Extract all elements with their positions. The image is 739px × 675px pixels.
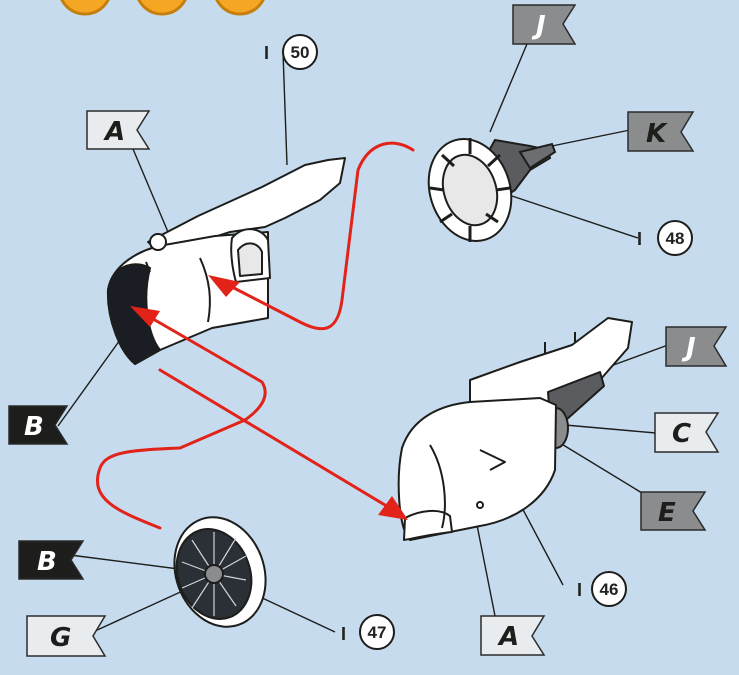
lower-nacelle xyxy=(399,318,632,540)
flag-g: G xyxy=(27,616,105,656)
badge-2 xyxy=(136,0,188,14)
part-callout-47: I 47 xyxy=(341,615,394,649)
upper-nacelle xyxy=(108,158,345,364)
svg-text:G: G xyxy=(50,623,71,653)
flag-j-top: J xyxy=(513,5,575,44)
svg-text:B: B xyxy=(24,412,44,442)
flag-c: C xyxy=(655,413,718,452)
arrow-cowl-to-nacelle xyxy=(160,370,390,508)
svg-text:C: C xyxy=(672,419,691,449)
part-callout-48: I 48 xyxy=(637,221,692,255)
svg-text:A: A xyxy=(497,622,519,652)
svg-text:50: 50 xyxy=(291,43,310,62)
svg-text:47: 47 xyxy=(368,623,387,642)
part-callout-50: I 50 xyxy=(264,35,317,69)
svg-text:A: A xyxy=(103,117,125,147)
flag-k: K xyxy=(628,112,693,151)
fan-disc xyxy=(160,504,281,639)
svg-text:48: 48 xyxy=(666,229,685,248)
svg-text:E: E xyxy=(658,498,676,528)
part-callout-46: I 46 xyxy=(577,572,626,606)
svg-text:B: B xyxy=(37,547,57,577)
flag-e: E xyxy=(641,492,705,530)
svg-text:K: K xyxy=(646,119,668,149)
exhaust-cone xyxy=(416,128,555,252)
flag-a-bottom: A xyxy=(481,616,544,655)
top-badges xyxy=(59,0,266,14)
svg-text:I: I xyxy=(264,43,269,63)
svg-text:I: I xyxy=(637,229,642,249)
svg-text:46: 46 xyxy=(600,580,619,599)
svg-text:I: I xyxy=(577,580,582,600)
flag-b-bottom: B xyxy=(19,541,83,579)
flag-j-right: J xyxy=(666,327,726,366)
flag-a-left: A xyxy=(87,111,149,149)
badge-1 xyxy=(59,0,111,14)
badge-3 xyxy=(214,0,266,14)
svg-text:I: I xyxy=(341,624,346,644)
